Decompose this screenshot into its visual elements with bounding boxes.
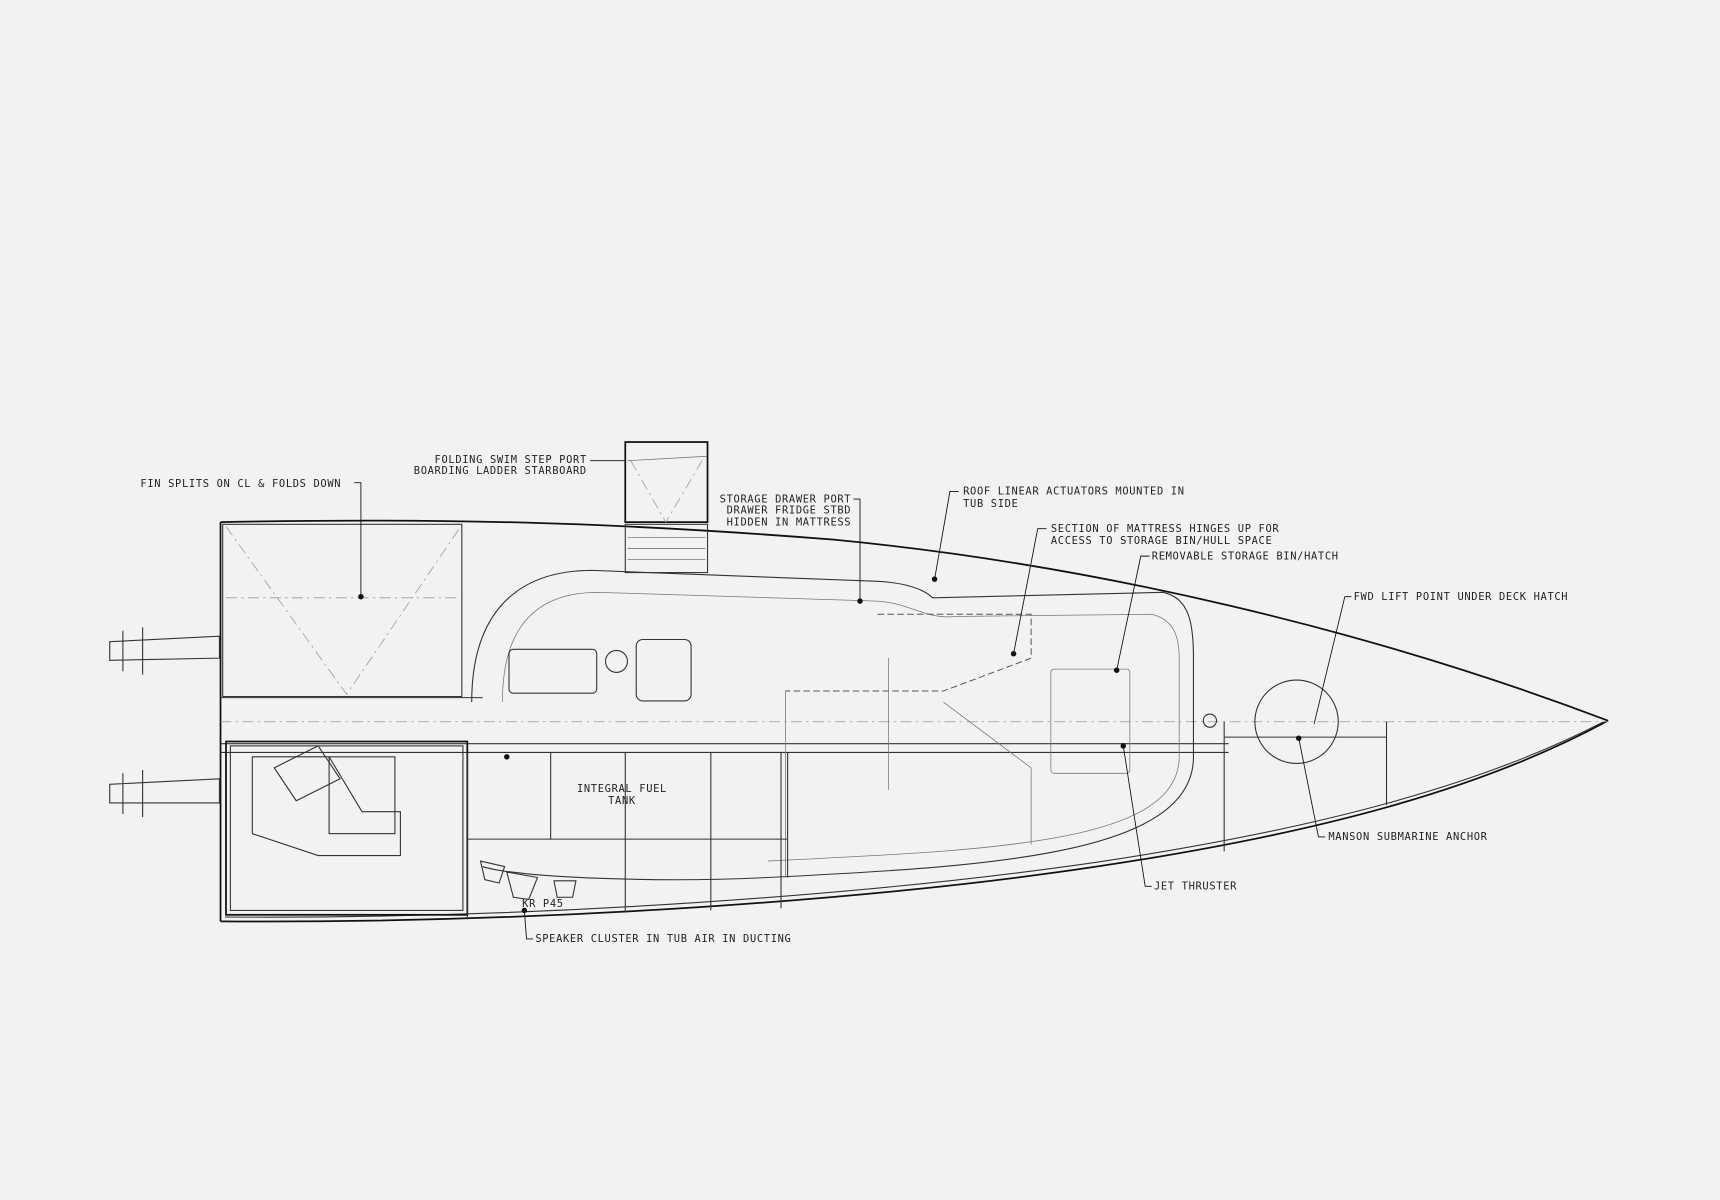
engine-bay: [225, 740, 469, 916]
swim-platform: [624, 441, 709, 574]
hull: [219, 519, 1609, 923]
label-tub-side: TUB SIDE: [963, 498, 1018, 510]
label-drawer-fridge: DRAWER FRIDGE STBD: [727, 504, 852, 516]
label-storage-drawer: STORAGE DRAWER PORT: [720, 493, 852, 505]
leader-lines: [354, 460, 1352, 940]
label-swim-step: FOLDING SWIM STEP PORT: [435, 454, 587, 466]
label-boarding-ladder: BOARDING LADDER STARBOARD: [414, 465, 587, 477]
label-speaker-tag: KR P45: [522, 898, 564, 910]
label-jet-thruster: JET THRUSTER: [1154, 881, 1237, 893]
annotations: FIN SPLITS ON CL & FOLDS DOWN FOLDING SW…: [140, 454, 1569, 945]
label-lift-point: FWD LIFT POINT UNDER DECK HATCH: [1354, 591, 1569, 603]
label-fuel-tank-2: TANK: [608, 795, 636, 807]
label-storage-bin: REMOVABLE STORAGE BIN/HATCH: [1152, 550, 1339, 562]
label-roof-actuators: ROOF LINEAR ACTUATORS MOUNTED IN: [963, 486, 1185, 498]
label-mattress-hinge: SECTION OF MATTRESS HINGES UP FOR: [1051, 523, 1280, 535]
label-fin: FIN SPLITS ON CL & FOLDS DOWN: [140, 478, 341, 490]
fin: [222, 523, 463, 698]
outboard-drives: [109, 627, 220, 818]
label-storage-access: ACCESS TO STORAGE BIN/HULL SPACE: [1051, 535, 1273, 547]
cockpit-tub: [471, 569, 1195, 881]
label-fuel-tank: INTEGRAL FUEL: [577, 783, 667, 795]
label-hidden-mattress: HIDDEN IN MATTRESS: [727, 516, 852, 528]
label-speaker-cluster: SPEAKER CLUSTER IN TUB AIR IN DUCTING: [535, 933, 791, 945]
speakers: [479, 860, 577, 901]
bulkheads: [466, 679, 1388, 920]
label-anchor: MANSON SUBMARINE ANCHOR: [1328, 831, 1487, 843]
